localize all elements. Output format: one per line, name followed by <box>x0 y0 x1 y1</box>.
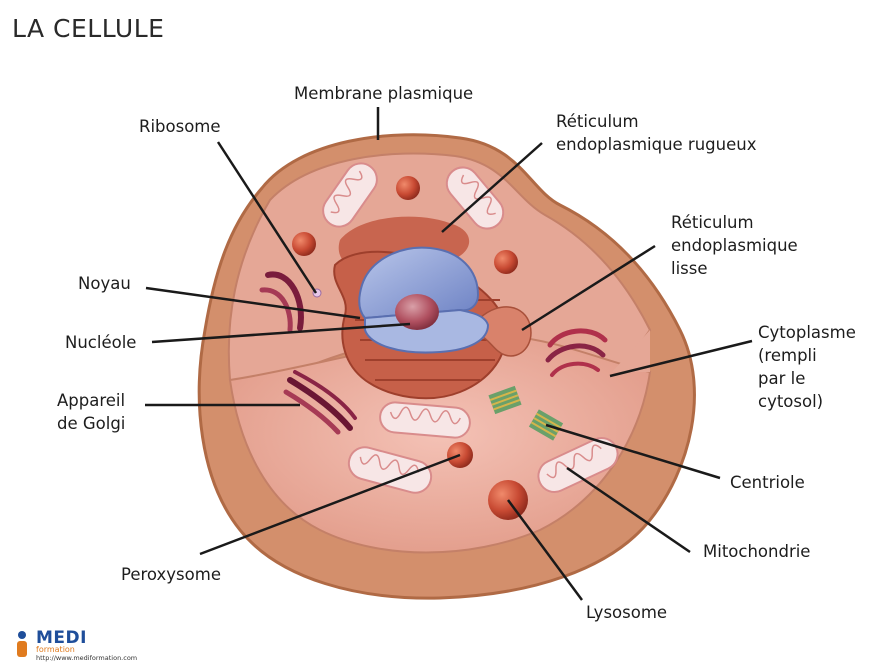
logo-figure-icon <box>12 630 32 660</box>
logo-url: http://www.mediformation.com <box>36 654 137 662</box>
logo-subtitle: formation <box>36 645 75 654</box>
label-lysosome: Lysosome <box>586 601 667 624</box>
label-cytoplasme: Cytoplasme (rempli par le cytosol) <box>758 321 856 413</box>
label-rer: Réticulum endoplasmique rugueux <box>556 110 756 156</box>
label-membrane: Membrane plasmique <box>294 82 473 105</box>
label-noyau: Noyau <box>78 272 131 295</box>
label-nucleole: Nucléole <box>65 331 136 354</box>
label-rel: Réticulum endoplasmique lisse <box>671 211 798 280</box>
label-ribosome: Ribosome <box>139 115 221 138</box>
mediformation-logo: MEDI formation http://www.mediformation.… <box>12 628 182 662</box>
label-peroxysome: Peroxysome <box>121 563 221 586</box>
label-golgi: Appareil de Golgi <box>57 389 125 435</box>
label-mitochondrie: Mitochondrie <box>703 540 810 563</box>
label-centriole: Centriole <box>730 471 805 494</box>
